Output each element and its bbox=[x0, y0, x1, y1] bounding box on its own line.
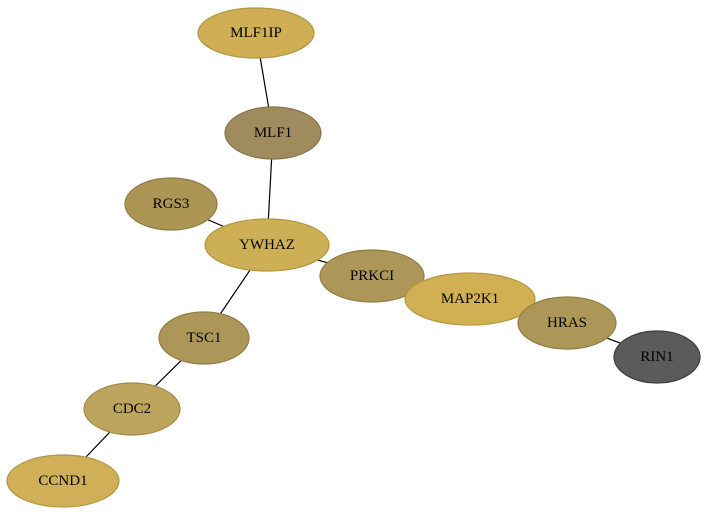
node-label: PRKCI bbox=[350, 268, 394, 284]
node-hras[interactable]: HRAS bbox=[517, 296, 617, 350]
node-label: RGS3 bbox=[153, 196, 190, 212]
node-label: MAP2K1 bbox=[441, 291, 499, 307]
node-map2k1[interactable]: MAP2K1 bbox=[404, 272, 536, 326]
node-shape bbox=[158, 311, 250, 365]
node-label: HRAS bbox=[547, 315, 587, 331]
node-ywhaz[interactable]: YWHAZ bbox=[204, 218, 330, 272]
node-shape bbox=[197, 7, 315, 59]
node-tsc1[interactable]: TSC1 bbox=[158, 311, 250, 365]
node-shape bbox=[517, 296, 617, 350]
node-shape bbox=[319, 249, 425, 303]
node-shape bbox=[6, 454, 120, 508]
node-label: TSC1 bbox=[186, 330, 221, 346]
node-rgs3[interactable]: RGS3 bbox=[124, 177, 218, 231]
node-shape bbox=[404, 272, 536, 326]
node-shape bbox=[124, 177, 218, 231]
node-mlf1[interactable]: MLF1 bbox=[224, 106, 322, 160]
node-shape bbox=[83, 382, 181, 436]
node-mlf1ip[interactable]: MLF1IP bbox=[197, 7, 315, 59]
node-label: MLF1IP bbox=[230, 25, 282, 41]
node-ccnd1[interactable]: CCND1 bbox=[6, 454, 120, 508]
node-shape bbox=[204, 218, 330, 272]
node-label: CDC2 bbox=[113, 401, 151, 417]
node-cdc2[interactable]: CDC2 bbox=[83, 382, 181, 436]
node-shape bbox=[224, 106, 322, 160]
node-label: YWHAZ bbox=[239, 237, 295, 253]
node-label: RIN1 bbox=[640, 349, 673, 365]
node-shape bbox=[613, 330, 701, 384]
node-label: MLF1 bbox=[254, 125, 292, 141]
node-label: CCND1 bbox=[38, 473, 87, 489]
node-rin1[interactable]: RIN1 bbox=[613, 330, 701, 384]
node-prkci[interactable]: PRKCI bbox=[319, 249, 425, 303]
